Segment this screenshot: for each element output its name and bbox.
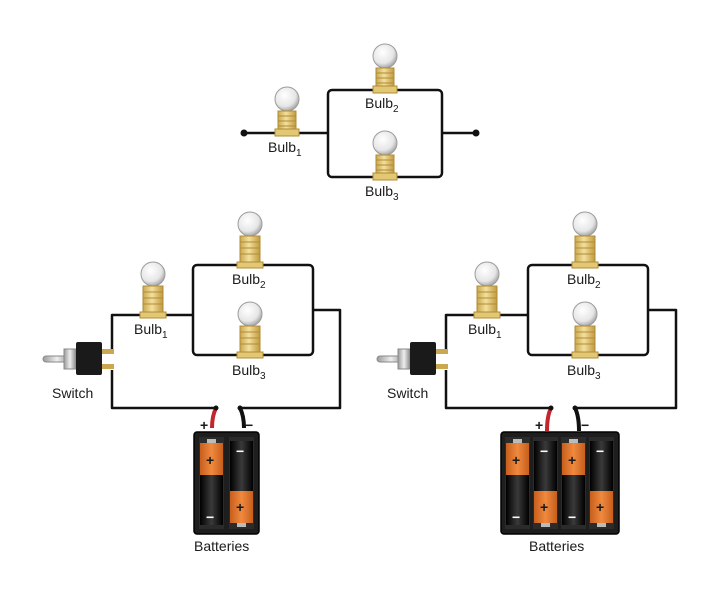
- cell-plus-label: +: [236, 499, 244, 515]
- bulb-3-icon: [571, 301, 599, 359]
- negative-terminal-label: −: [581, 417, 589, 433]
- toggle-switch-icon: [42, 342, 114, 375]
- bulb-1-icon: [473, 261, 501, 319]
- cell-minus-label: −: [512, 509, 520, 525]
- bulb-3-icon: [236, 301, 264, 359]
- battery-pack-icon: [193, 431, 260, 535]
- bulb-3-label: Bulb3: [567, 362, 601, 382]
- circuit-left: Bulb1 Bulb2 Bulb3 Switch + − + − − + Bat…: [42, 211, 342, 554]
- batteries-label: Batteries: [194, 538, 249, 554]
- bulb-1-label: Bulb1: [268, 139, 302, 159]
- cell-plus-label: +: [206, 452, 214, 468]
- cell-plus-label: +: [596, 499, 604, 515]
- red-lead-left: [210, 407, 218, 429]
- positive-terminal-label: +: [535, 417, 543, 433]
- bulb-2-label: Bulb2: [232, 271, 266, 291]
- bulb-1-label: Bulb1: [468, 321, 502, 341]
- cell-plus-label: +: [540, 499, 548, 515]
- bulb-1-label: Bulb1: [134, 321, 168, 341]
- cell-plus-label: +: [512, 452, 520, 468]
- wires-left: [110, 263, 342, 410]
- cell-plus-label: +: [568, 452, 576, 468]
- bulb-2-icon: [571, 211, 599, 269]
- bulb-1-icon: [274, 86, 300, 137]
- black-lead-left: [238, 407, 246, 429]
- bulb-3-icon: [372, 130, 398, 181]
- bulb-2-label: Bulb2: [365, 95, 399, 115]
- switch-label: Switch: [52, 385, 93, 401]
- battery-pack-icon: [500, 431, 620, 535]
- cell-minus-label: −: [236, 443, 244, 459]
- red-lead-right: [545, 407, 553, 432]
- cell-minus-label: −: [568, 509, 576, 525]
- circuit-right: Bulb1 Bulb2 Bulb3 Switch + −: [376, 211, 678, 554]
- cell-minus-label: −: [206, 509, 214, 525]
- bulb-2-label: Bulb2: [567, 271, 601, 291]
- bulb-3-label: Bulb3: [232, 362, 266, 382]
- terminal-dot-right: [472, 129, 480, 137]
- terminal-dot-left: [240, 129, 248, 137]
- batteries-label: Batteries: [529, 538, 584, 554]
- switch-label: Switch: [387, 385, 428, 401]
- toggle-switch-icon: [376, 342, 448, 375]
- bulb-3-label: Bulb3: [365, 183, 399, 203]
- bulb-2-icon: [236, 211, 264, 269]
- cell-minus-label: −: [596, 443, 604, 459]
- positive-terminal-label: +: [200, 417, 208, 433]
- bulb-2-icon: [372, 43, 398, 94]
- cell-minus-label: −: [540, 443, 548, 459]
- bulb-1-icon: [139, 261, 167, 319]
- schematic-top: Bulb1 Bulb2 Bulb3: [240, 43, 480, 203]
- black-lead-right: [573, 407, 581, 432]
- negative-terminal-label: −: [245, 417, 253, 433]
